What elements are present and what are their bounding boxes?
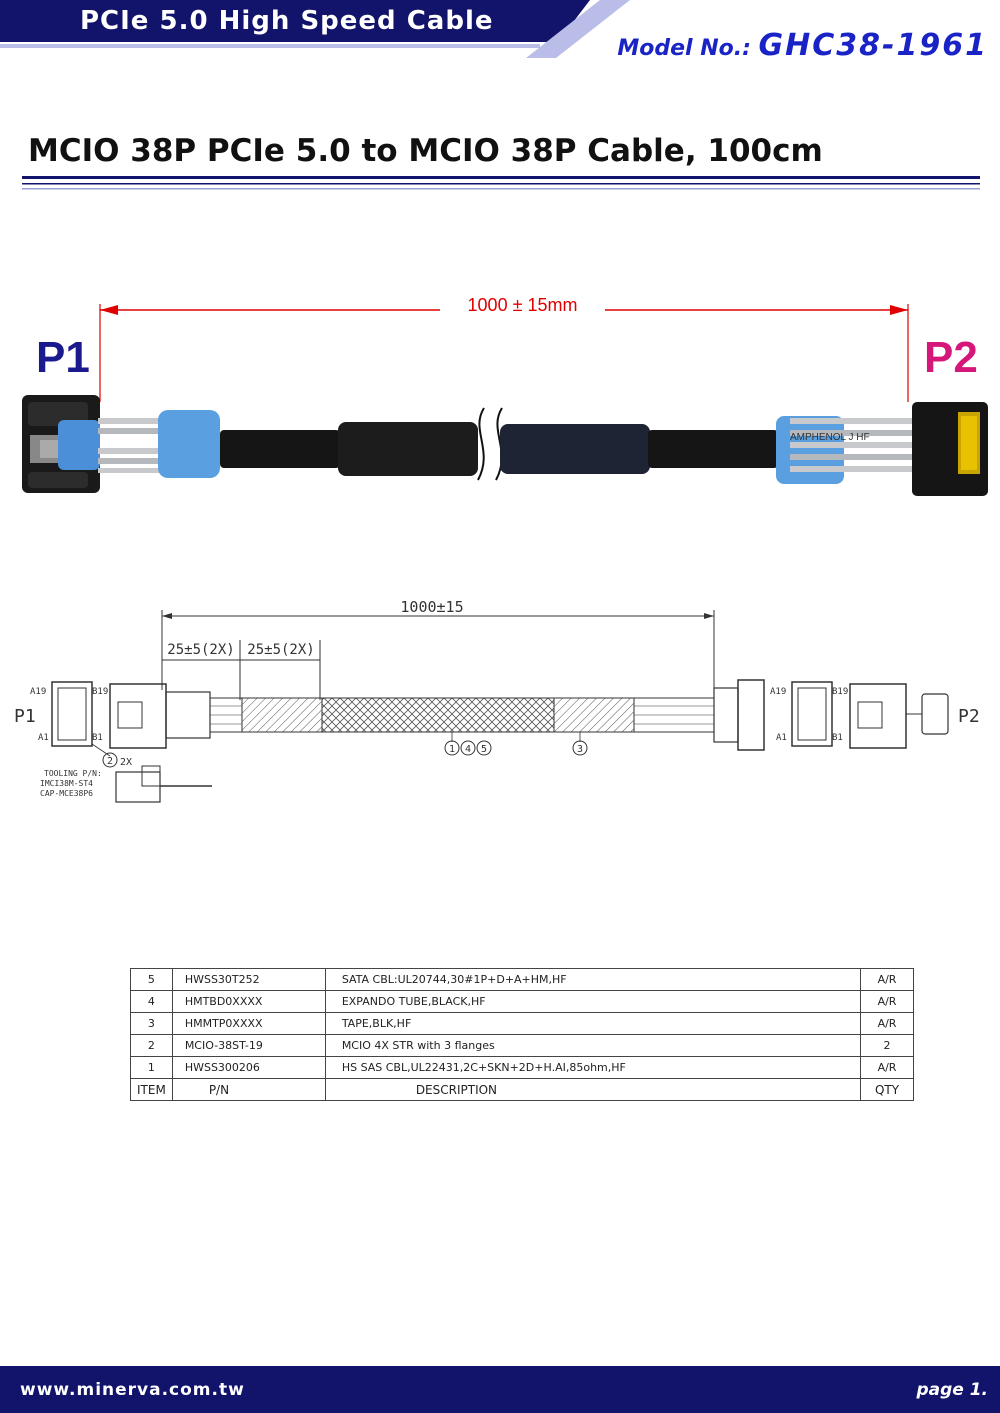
svg-text:IMCI38M-ST4: IMCI38M-ST4	[40, 779, 93, 788]
svg-text:A1: A1	[38, 733, 49, 743]
table-row: 4 HMTBD0XXXX EXPANDO TUBE,BLACK,HF A/R	[130, 990, 914, 1013]
svg-text:CAP-MCE38P6: CAP-MCE38P6	[40, 789, 93, 798]
braided-sleeve-right	[500, 424, 650, 474]
heat-shrink-right	[648, 430, 778, 468]
title-rule-thick	[22, 176, 980, 179]
callout-2	[102, 752, 118, 768]
svg-text:5: 5	[481, 744, 487, 755]
model-number: Model No.: GHC38-1961	[617, 28, 988, 63]
model-label: Model No.:	[617, 36, 759, 61]
header-graphic	[0, 0, 980, 190]
drawing-p2-label: P2	[958, 706, 980, 727]
website-link[interactable]: www.minerva.com.tw	[20, 1380, 245, 1400]
p1-cable-boot	[165, 691, 211, 739]
tape-section-right	[553, 697, 635, 733]
table-header-row: ITEM P/N DESCRIPTION QTY	[130, 1078, 914, 1101]
tooling-cap	[115, 771, 161, 803]
callout-1	[444, 740, 460, 756]
banner-underline	[0, 44, 540, 48]
svg-text:TOOLING P/N:: TOOLING P/N:	[44, 769, 102, 778]
footer-bar: www.minerva.com.tw page 1.	[0, 1366, 1000, 1413]
page-title: MCIO 38P PCIe 5.0 to MCIO 38P Cable, 100…	[28, 133, 823, 169]
p2-side-view	[849, 683, 907, 749]
drawing-p1-label: P1	[14, 706, 36, 727]
bom-table: 5 HWSS30T252 SATA CBL:UL20744,30#1P+D+A+…	[130, 968, 914, 1101]
p1-label: P1	[36, 333, 90, 382]
svg-text:1: 1	[449, 744, 455, 755]
p2-blue-label	[776, 416, 844, 484]
length-dimension-label: 1000 ± 15mm	[440, 295, 605, 316]
p1-face-outline	[51, 681, 93, 747]
break-mark-2	[495, 407, 503, 481]
technical-drawing: 1000±15 25±5(2X) 25±5(2X) P1 A19 B19 A1 …	[14, 598, 980, 803]
braided-sleeve-left	[338, 422, 478, 476]
table-row: 2 MCIO-38ST-19 MCIO 4X STR with 3 flange…	[130, 1034, 914, 1057]
dim-arrow-right	[890, 305, 908, 315]
svg-text:B19: B19	[832, 687, 848, 697]
expando-sleeve	[321, 697, 555, 733]
p1-wires	[98, 418, 160, 473]
callout-3	[572, 740, 588, 756]
p1-blue-label	[158, 410, 220, 478]
p2-side-outline	[737, 679, 765, 751]
svg-text:4: 4	[465, 744, 471, 755]
svg-text:B1: B1	[832, 733, 843, 743]
dim-a-text: 25±5(2X)	[167, 642, 234, 658]
svg-text:A19: A19	[770, 687, 786, 697]
model-value: GHC38-1961	[758, 28, 988, 63]
dim-b-text: 25±5(2X)	[247, 642, 314, 658]
banner-stripe-light	[526, 0, 630, 58]
svg-text:A19: A19	[30, 687, 46, 697]
p1-connector	[22, 395, 100, 493]
p2-label: P2	[924, 333, 978, 382]
svg-text:A1: A1	[776, 733, 787, 743]
title-rule-light	[22, 188, 980, 190]
p2-label-text: AMPHENOL J HF	[790, 432, 870, 443]
page-number: page 1.	[916, 1380, 988, 1400]
banner-title: PCIe 5.0 High Speed Cable	[80, 6, 494, 36]
dim-arrow-left	[100, 305, 118, 315]
heat-shrink-left	[220, 430, 340, 468]
svg-text:3: 3	[577, 744, 583, 755]
p2-cable-boot	[713, 687, 739, 743]
callout-4	[460, 740, 476, 756]
title-banner	[0, 0, 590, 42]
svg-text:B1: B1	[92, 733, 103, 743]
title-rule-thin	[22, 183, 980, 185]
overall-dim-text: 1000±15	[400, 598, 463, 616]
svg-text:B19: B19	[92, 687, 108, 697]
p2-face-outline	[791, 681, 833, 747]
tape-section-left	[241, 697, 323, 733]
callout-5	[476, 740, 492, 756]
svg-text:2X: 2X	[120, 757, 132, 768]
table-row: 5 HWSS30T252 SATA CBL:UL20744,30#1P+D+A+…	[130, 968, 914, 991]
p2-wires	[790, 418, 915, 472]
table-row: 1 HWSS300206 HS SAS CBL,UL22431,2C+SKN+2…	[130, 1056, 914, 1079]
break-mark-1	[477, 407, 485, 481]
svg-text:2: 2	[107, 756, 113, 767]
p2-pull-tab	[921, 693, 949, 735]
table-row: 3 HMMTP0XXXX TAPE,BLK,HF A/R	[130, 1012, 914, 1035]
cable-photo: AMPHENOL J HF	[22, 304, 988, 496]
p2-connector	[912, 402, 988, 496]
